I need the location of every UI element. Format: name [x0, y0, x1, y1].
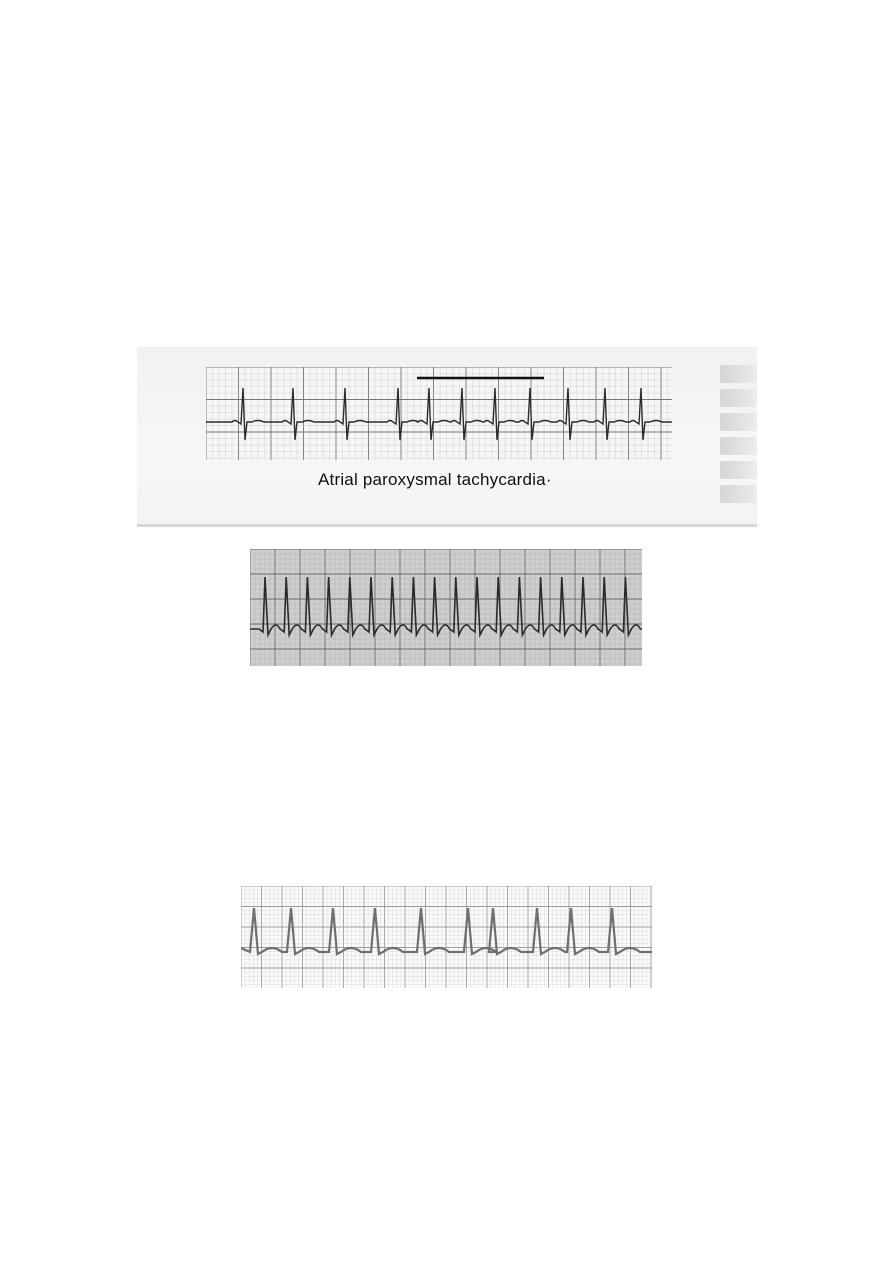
scan-edge-line [137, 524, 757, 527]
ecg-trace [241, 907, 652, 956]
ecg-strip-2-graphic [250, 549, 642, 666]
figure-caption: Atrial paroxysmal tachycardia· [318, 470, 552, 489]
ecg-strip-tachycardia [241, 886, 652, 988]
ecg-grid [250, 549, 642, 666]
ecg-trace [206, 387, 672, 441]
ecg-strip-atrial-paroxysmal-tachycardia [206, 367, 672, 460]
ecg-strip-3-graphic [241, 886, 652, 988]
faded-page-text [720, 365, 757, 525]
ecg-strip-1-graphic [206, 367, 672, 460]
ecg-grid [206, 367, 672, 460]
ecg-grid [241, 886, 652, 988]
ecg-trace [250, 576, 642, 639]
ecg-strip-narrow-complex-tachycardia [250, 549, 642, 666]
